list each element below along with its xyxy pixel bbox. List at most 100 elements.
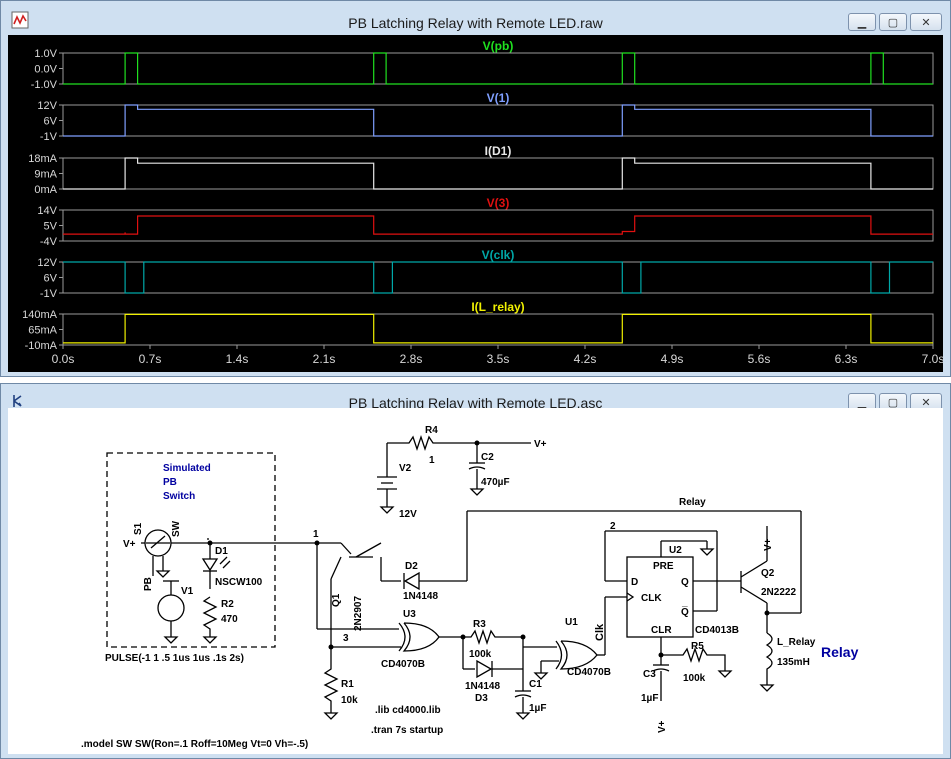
trace-line[interactable]	[63, 157, 933, 190]
waveform-window-title: PB Latching Relay with Remote LED.raw	[348, 15, 603, 31]
relay-title: Relay	[821, 644, 859, 660]
y-tick-label: 65mA	[28, 325, 57, 337]
close-button[interactable]: ✕	[910, 13, 942, 31]
d2-name: D2	[405, 561, 418, 572]
source-v2[interactable]	[377, 443, 397, 514]
maximize-button[interactable]: ▢	[879, 13, 907, 31]
simulated-switch-box	[106, 452, 276, 648]
y-tick-label: 1.0V	[34, 48, 57, 60]
sim-box-line1: Simulated	[163, 463, 211, 474]
u2-name: U2	[669, 545, 682, 556]
pane-frame	[62, 313, 934, 346]
xor-gate-u3[interactable]	[331, 622, 463, 652]
diode-d3[interactable]	[463, 659, 523, 679]
led-d1[interactable]	[201, 543, 231, 589]
schematic-titlebar[interactable]: PB Latching Relay with Remote LED.asc ▁ …	[1, 384, 950, 414]
relay-net-label: Relay	[679, 497, 706, 508]
y-tick-label: 12V	[37, 100, 57, 112]
schematic-drawing[interactable]: Simulated PB Switch S1 SW V+ D1 NSCW100 …	[8, 408, 943, 754]
waveform-chart[interactable]: V(pb)1.0V0.0V-1.0VV(1)12V6V-1VI(D1)18mA9…	[8, 35, 944, 372]
transistor-q1[interactable]	[330, 542, 382, 647]
pane-frame	[62, 209, 934, 242]
v1-source: PULSE(-1 1 .5 1us 1us .1s 2s)	[105, 653, 244, 664]
v2-value: 12V	[399, 509, 417, 520]
minimize-button[interactable]: ▁	[848, 13, 876, 31]
node2-label: 2	[610, 521, 616, 532]
xor-gate-u1[interactable]	[523, 596, 627, 680]
y-tick-label: -1V	[40, 131, 58, 143]
flip-flop-u2[interactable]	[626, 556, 694, 638]
c2-value: 470µF	[481, 477, 510, 488]
waveform-titlebar[interactable]: PB Latching Relay with Remote LED.raw ▁ …	[1, 1, 950, 31]
lrelay-name: L_Relay	[777, 637, 816, 648]
u2-clk: CLK	[641, 593, 662, 604]
r5-value: 100k	[683, 673, 706, 684]
source-v1[interactable]	[157, 581, 185, 644]
clk-net-label: Clk	[594, 623, 606, 641]
switch-s1[interactable]	[141, 529, 207, 578]
r2-value: 470	[221, 614, 238, 625]
resistor-r4[interactable]	[387, 434, 531, 452]
lib-directive[interactable]: .lib cd4000.lib	[375, 705, 441, 716]
pane-frame	[62, 261, 934, 294]
transistor-q2[interactable]	[740, 526, 768, 633]
lrelay-value: 135mH	[777, 657, 810, 668]
r1-value: 10k	[341, 695, 358, 706]
r4-vplus-label: V+	[534, 439, 547, 450]
x-tick-label: 2.8s	[400, 352, 423, 366]
trace-line[interactable]	[63, 215, 933, 235]
pane-title[interactable]: V(pb)	[483, 39, 514, 53]
s1-model: SW	[171, 520, 182, 537]
schematic-window[interactable]: PB Latching Relay with Remote LED.asc ▁ …	[0, 383, 951, 759]
s1-name: S1	[133, 522, 144, 535]
diode-d2[interactable]	[381, 571, 467, 591]
x-tick-label: 4.9s	[661, 352, 684, 366]
tran-directive[interactable]: .tran 7s startup	[371, 725, 443, 736]
schematic-app-icon	[13, 395, 22, 407]
y-tick-label: 5V	[44, 221, 58, 233]
u3-name: U3	[403, 609, 416, 620]
pane-title[interactable]: I(D1)	[485, 144, 512, 158]
pane-title[interactable]: V(1)	[487, 91, 510, 105]
trace-line[interactable]	[63, 313, 933, 344]
trace-line[interactable]	[63, 261, 933, 294]
q1-name: Q1	[331, 593, 342, 607]
r4-name: R4	[425, 425, 438, 436]
trace-line[interactable]	[63, 52, 933, 85]
d1-name: D1	[215, 546, 228, 557]
pane-title[interactable]: I(L_relay)	[471, 300, 524, 314]
d3-name: D3	[475, 693, 488, 704]
resistor-r3[interactable]	[463, 628, 523, 646]
x-tick-label: 0.7s	[139, 352, 162, 366]
q2-name: Q2	[761, 568, 775, 579]
schematic-canvas[interactable]: Simulated PB Switch S1 SW V+ D1 NSCW100 …	[8, 408, 943, 754]
u2-pre: PRE	[653, 561, 674, 572]
model-directive[interactable]: .model SW SW(Ron=.1 Roff=10Meg Vt=0 Vh=-…	[81, 739, 308, 750]
u2-d: D	[631, 577, 638, 588]
c3-vplus-label: V+	[657, 720, 668, 733]
resistor-r5[interactable]	[661, 646, 726, 671]
resistor-r1[interactable]	[323, 647, 339, 713]
y-tick-label: -1.0V	[31, 79, 58, 91]
pane-title[interactable]: V(clk)	[482, 248, 515, 262]
vplus-label: V+	[123, 539, 136, 550]
trace-line[interactable]	[63, 104, 933, 137]
u1-name: U1	[565, 617, 578, 628]
q1-value: 2N2907	[353, 596, 364, 631]
sim-box-line2: PB	[163, 477, 177, 488]
y-tick-label: -10mA	[25, 340, 58, 352]
resistor-r2[interactable]	[202, 596, 218, 637]
c3-value: 1µF	[641, 693, 658, 704]
r3-value: 100k	[469, 649, 492, 660]
r1-name: R1	[341, 679, 354, 690]
pane-title[interactable]: V(3)	[487, 196, 510, 210]
x-tick-label: 0.0s	[52, 352, 75, 366]
x-tick-label: 6.3s	[835, 352, 858, 366]
waveform-window[interactable]: PB Latching Relay with Remote LED.raw ▁ …	[0, 0, 951, 377]
c1-name: C1	[529, 679, 542, 690]
inductor-l-relay[interactable]	[765, 632, 773, 685]
x-tick-label: 7.0s	[922, 352, 943, 366]
y-tick-label: 0mA	[34, 184, 57, 196]
node3-label: 3	[343, 633, 349, 644]
